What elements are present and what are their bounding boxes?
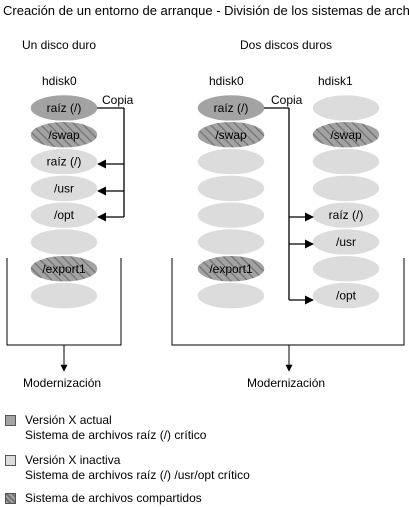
copy-arrows <box>97 107 125 222</box>
legend-line: Versión X inactiva <box>25 453 121 467</box>
slice-label: /swap <box>48 128 80 142</box>
disk-slice <box>196 281 266 310</box>
panel-one-disk: Un disco duro hdisk0 Copia raíz (/) /swap… <box>6 38 134 390</box>
disk-slice <box>311 174 381 203</box>
slice-label: /opt <box>54 208 75 222</box>
disk-slice <box>196 174 266 203</box>
slice-label: /usr <box>336 235 356 249</box>
legend-swatch-shared <box>5 493 16 504</box>
legend-line: Sistema de archivos raíz (/) crítico <box>25 428 207 442</box>
disk-stack-hdisk1: /swap raíz (/) /usr/opt <box>311 93 381 310</box>
slice-label: /swap <box>330 128 362 142</box>
disk-stack-hdisk0: raíz (/) /swap/export1 <box>196 93 266 310</box>
disk-slice <box>196 147 266 176</box>
disk-label: hdisk0 <box>42 74 77 88</box>
disk-slice <box>311 254 381 284</box>
legend-swatch-current <box>5 415 16 426</box>
disk-slice <box>311 93 381 123</box>
slice-label: raíz (/) <box>47 101 82 115</box>
panel-heading: Dos discos duros <box>240 38 332 52</box>
slice-label: raíz (/) <box>47 155 82 169</box>
upgrade-label: Modernización <box>247 376 325 390</box>
panel-two-disks: Dos discos duros hdisk0 hdisk1 Copia raí… <box>171 38 405 390</box>
panel-heading: Un disco duro <box>22 38 96 52</box>
disk-slice <box>29 227 99 257</box>
copy-arrows <box>264 107 314 305</box>
disk-label: hdisk0 <box>209 74 244 88</box>
legend-swatch-inactive <box>5 455 16 466</box>
slice-label: /opt <box>336 289 357 303</box>
slice-label: /usr <box>54 181 74 195</box>
copy-label: Copia <box>102 93 134 107</box>
disk-slice <box>196 227 266 257</box>
disk-slice <box>311 147 381 176</box>
disk-slice <box>196 200 266 230</box>
diagram-title: Creación de un entorno de arranque - Div… <box>3 3 409 18</box>
disk-stack-hdisk0: raíz (/) /swap raíz (/) /usr/opt/export1 <box>29 93 99 310</box>
disk-slice <box>29 281 99 310</box>
disk-label: hdisk1 <box>318 74 353 88</box>
legend-line: Versión X actual <box>25 413 112 427</box>
upgrade-bracket <box>6 258 122 372</box>
slice-label: /swap <box>215 128 247 142</box>
legend-line: Sistema de archivos raíz (/) /usr/opt cr… <box>25 468 250 482</box>
copy-label: Copia <box>271 93 303 107</box>
slice-label: raíz (/) <box>329 208 364 222</box>
slice-label: /export1 <box>42 262 86 276</box>
slice-label: raíz (/) <box>214 101 249 115</box>
upgrade-bracket <box>171 258 405 372</box>
legend-line: Sistema de archivos compartidos <box>25 491 202 505</box>
slice-label: /export1 <box>209 262 253 276</box>
upgrade-label: Modernización <box>23 376 101 390</box>
